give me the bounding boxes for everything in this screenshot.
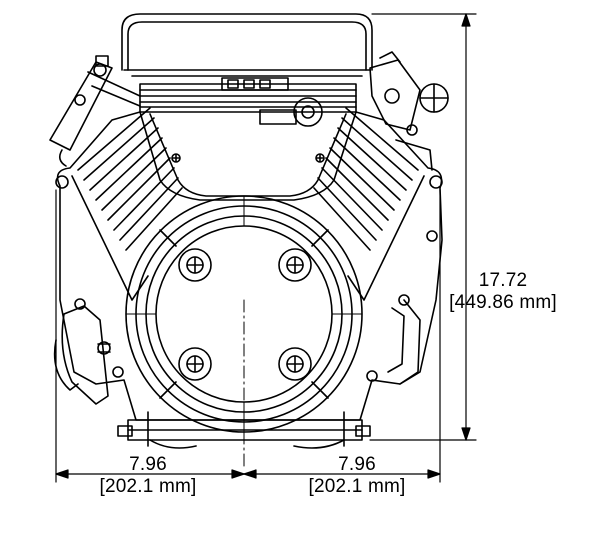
height-dimension-label: 17.72 [449.86 mm] xyxy=(428,270,578,314)
right-width-value: 7.96 xyxy=(338,454,376,475)
dimension-width xyxy=(55,189,441,483)
dimension-height xyxy=(369,13,477,441)
left-linkage xyxy=(49,55,141,167)
left-width-dimension-label: 7.96 [202.1 mm] xyxy=(60,454,236,498)
air-cleaner-cover xyxy=(121,13,373,77)
right-cylinder-fins xyxy=(313,107,425,301)
left-cylinder-fins xyxy=(71,107,183,301)
flywheel-bolts xyxy=(178,248,312,381)
left-width-metric: [202.1 mm] xyxy=(99,476,197,497)
right-linkage xyxy=(369,51,449,171)
right-width-metric: [202.1 mm] xyxy=(308,476,406,497)
housing-bolts xyxy=(55,153,443,382)
height-metric: [449.86 mm] xyxy=(449,292,557,313)
right-width-dimension-label: 7.96 [202.1 mm] xyxy=(262,454,452,498)
left-width-value: 7.96 xyxy=(129,454,167,475)
right-side-cover xyxy=(387,299,421,385)
height-value: 17.72 xyxy=(478,270,528,291)
mounting-base xyxy=(117,411,371,449)
blower-housing xyxy=(139,77,357,127)
left-side-cover xyxy=(53,305,111,405)
